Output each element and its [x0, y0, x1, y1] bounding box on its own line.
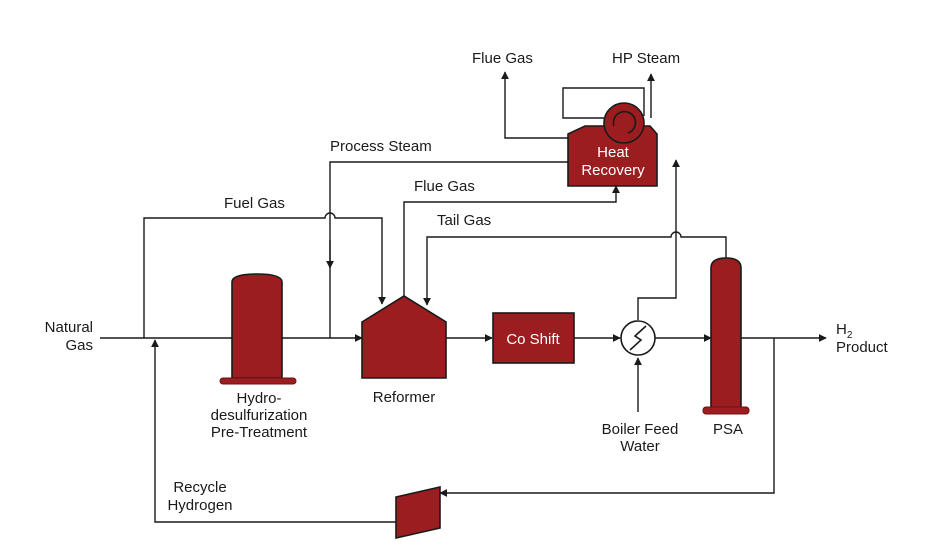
steam-drum-icon [603, 102, 645, 144]
reformer-unit [361, 295, 447, 379]
label-hp-steam: HP Steam [612, 50, 680, 67]
label-h2-product-1: H2 [836, 321, 853, 341]
label-h2-product-2: Product [836, 339, 889, 356]
heat-exchanger [620, 320, 656, 356]
line-recycle-to-feed [151, 339, 396, 523]
label-fuel-gas: Fuel Gas [224, 195, 285, 212]
line-tail-gas [423, 231, 727, 306]
psa-column-body [710, 257, 742, 409]
label-heat-recovery-2: Recovery [581, 162, 645, 179]
label-tail-gas: Tail Gas [437, 212, 491, 229]
hds-vessel-body [231, 273, 283, 379]
process-lines [100, 71, 827, 523]
psa-column [702, 257, 750, 415]
label-boiler-feed-2: Water [620, 438, 659, 455]
label-boiler-feed-1: Boiler Feed [602, 421, 679, 438]
label-natural-gas-1: Natural [45, 319, 93, 336]
label-heat-recovery-1: Heat [597, 144, 630, 161]
label-flue-gas-reformer: Flue Gas [414, 178, 475, 195]
line-flue-gas-stack [501, 71, 568, 139]
line-process-steam [329, 161, 568, 338]
label-hds-3: Pre-Treatment [211, 424, 308, 441]
label-recycle-hydrogen-2: Hydrogen [167, 497, 232, 514]
label-h2-sub: 2 [847, 330, 853, 341]
hds-vessel [219, 273, 297, 385]
label-hds-2: desulfurization [211, 407, 308, 424]
heat-recovery-body [567, 125, 658, 187]
label-co-shift: Co Shift [506, 331, 560, 348]
label-h2-h: H [836, 321, 847, 338]
exchanger-coil-icon [629, 325, 647, 351]
label-flue-gas-stack: Flue Gas [472, 50, 533, 67]
co-shift-unit [492, 312, 575, 364]
heat-recovery-unit [567, 102, 658, 187]
line-reformer-flue-gas [403, 185, 620, 300]
line-recycle-to-compressor [439, 338, 775, 497]
label-psa: PSA [713, 421, 743, 438]
psa-column-base [702, 406, 750, 415]
label-process-steam: Process Steam [330, 138, 432, 155]
steam-drum-coil-icon [612, 110, 637, 134]
hds-vessel-base [219, 377, 297, 385]
label-reformer: Reformer [373, 389, 436, 406]
label-recycle-hydrogen-1: Recycle [173, 479, 226, 496]
recycle-compressor [395, 485, 441, 540]
label-natural-gas-2: Gas [65, 337, 93, 354]
line-drum-loop [562, 87, 645, 119]
line-exchanger-to-heat-recovery [637, 159, 680, 320]
label-hds-1: Hydro- [236, 390, 281, 407]
